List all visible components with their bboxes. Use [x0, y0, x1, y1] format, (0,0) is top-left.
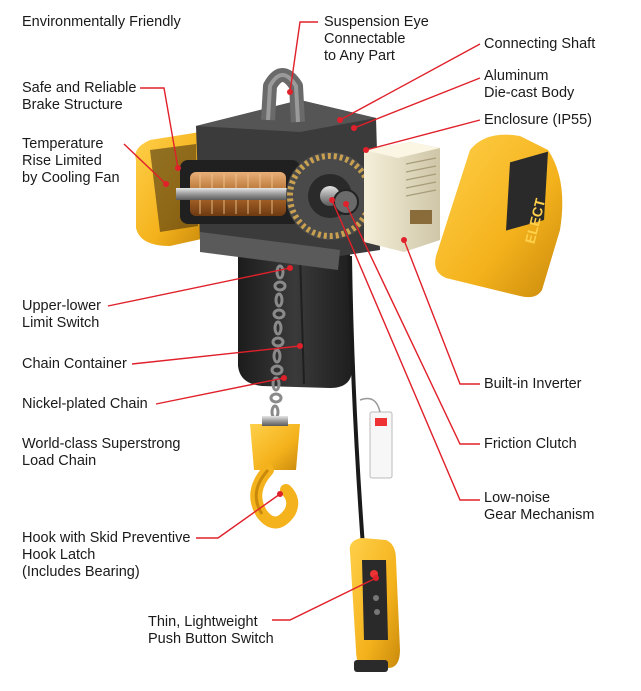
gear-shape — [286, 152, 374, 240]
label-environmentally-friendly: Environmentally Friendly — [22, 14, 181, 30]
hook-shape — [250, 416, 300, 529]
label-connecting-shaft: Connecting Shaft — [484, 36, 596, 52]
main-body — [176, 100, 380, 270]
label-friction-clutch: Friction Clutch — [484, 436, 577, 452]
label-nickel-chain: Nickel-plated Chain — [22, 396, 148, 412]
inverter-box — [364, 142, 440, 252]
enclosure-cover: ELECT — [435, 134, 563, 298]
label-built-in-inverter: Built-in Inverter — [484, 376, 582, 392]
push-button-pendant — [349, 538, 400, 672]
label-enclosure: Enclosure (IP55) — [484, 112, 592, 128]
label-chain-container: Chain Container — [22, 356, 127, 372]
pendant-cable — [348, 255, 393, 561]
